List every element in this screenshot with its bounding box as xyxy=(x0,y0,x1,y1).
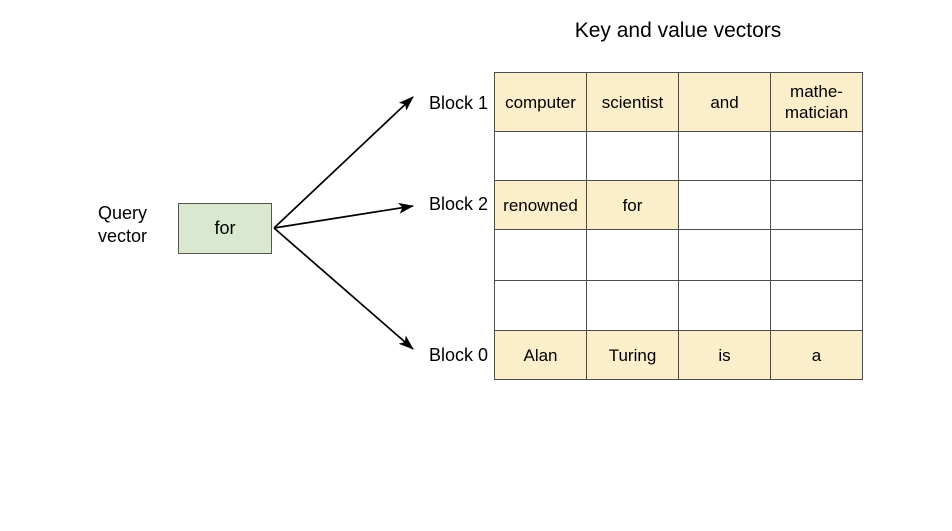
arrow-to-block-1 xyxy=(273,96,414,229)
table-cell[interactable]: renowned xyxy=(494,180,587,230)
query-vector-box[interactable]: for xyxy=(178,203,272,254)
block-label-block-0: Block 0 xyxy=(428,345,488,365)
table-cell[interactable] xyxy=(494,229,587,281)
cell-text: mathe-matician xyxy=(784,82,849,122)
table-cell[interactable]: a xyxy=(770,330,863,380)
query-vector-token: for xyxy=(214,218,236,238)
table-cell[interactable] xyxy=(678,229,771,281)
key-value-table: computer scientist and mathe-matician xyxy=(494,72,863,380)
table-cell[interactable]: for xyxy=(586,180,679,230)
arrow-to-block-0 xyxy=(273,227,414,350)
table-cell[interactable] xyxy=(678,180,771,230)
cell-text: for xyxy=(622,195,643,215)
query-vector-label: Query vector xyxy=(98,202,172,248)
table-cell[interactable]: computer xyxy=(494,72,587,132)
cell-text: Alan xyxy=(523,345,558,365)
table-cell[interactable]: Turing xyxy=(586,330,679,380)
table-cell[interactable] xyxy=(586,280,679,331)
query-vector-label-line1: Query xyxy=(98,203,148,223)
block-label-block-2: Block 2 xyxy=(428,194,488,214)
table-cell[interactable]: is xyxy=(678,330,771,380)
table-cell[interactable]: and xyxy=(678,72,771,132)
table-cell[interactable]: Alan xyxy=(494,330,587,380)
table-cell[interactable] xyxy=(770,180,863,230)
table-cell[interactable] xyxy=(494,131,587,181)
table-cell[interactable] xyxy=(494,280,587,331)
block-label-block-1: Block 1 xyxy=(428,93,488,113)
cell-text: is xyxy=(718,345,731,365)
table-cell[interactable] xyxy=(678,131,771,181)
table-row xyxy=(494,229,863,281)
table-row xyxy=(494,280,863,331)
table-cell[interactable] xyxy=(770,229,863,281)
arrow-to-block-2 xyxy=(273,202,415,229)
cell-text: computer xyxy=(505,92,576,112)
cell-text: Turing xyxy=(608,345,657,365)
table-cell[interactable]: scientist xyxy=(586,72,679,132)
cell-text: scientist xyxy=(601,92,664,112)
cell-text: renowned xyxy=(503,195,578,215)
table-row: renowned for xyxy=(494,180,863,230)
table-row xyxy=(494,131,863,181)
table-row: computer scientist and mathe-matician xyxy=(494,72,863,132)
cell-text: a xyxy=(811,345,822,365)
table-cell[interactable] xyxy=(586,131,679,181)
table-cell[interactable] xyxy=(678,280,771,331)
cell-text: and xyxy=(710,92,739,112)
table-cell[interactable] xyxy=(586,229,679,281)
table-row: Alan Turing is a xyxy=(494,330,863,380)
table-cell[interactable] xyxy=(770,280,863,331)
table-cell[interactable] xyxy=(770,131,863,181)
query-vector-label-line2: vector xyxy=(98,226,148,246)
page-title: Key and value vectors xyxy=(574,19,782,42)
table-cell[interactable]: mathe-matician xyxy=(770,72,863,132)
